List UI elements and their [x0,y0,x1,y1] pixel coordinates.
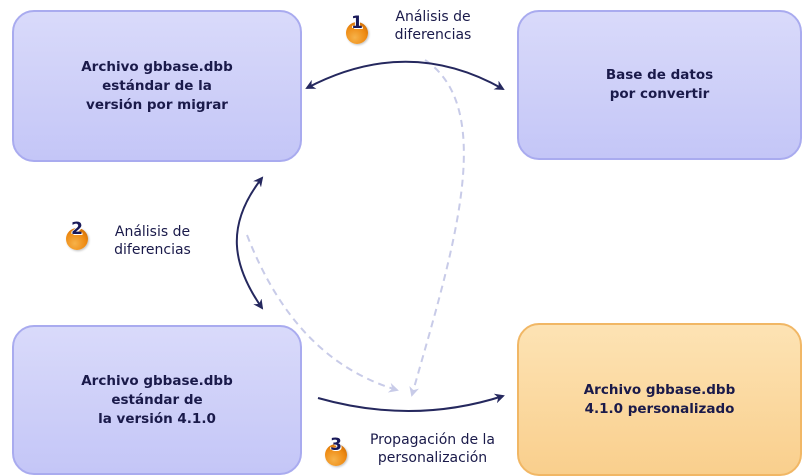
solid-arrow-bottom-boxes [317,393,505,412]
dashed-arrow-left-to-bottom [246,234,399,393]
box-standard-gbbase-410: Archivo gbbase.dbb estándar de la versió… [12,325,302,475]
step-1-number: 1 [351,13,363,33]
box-database-to-convert: Base de datos por convertir [517,10,802,160]
solid-arrow-top-boxes [305,60,505,90]
box-customized-gbbase-410: Archivo gbbase.dbb 4.1.0 personalizado [517,323,802,476]
box-standard-gbbase-migrate-text: Archivo gbbase.dbb estándar de la versió… [81,58,233,113]
step-2-label: Análisis de diferencias [114,224,191,258]
step-1-label: Análisis de diferencias [394,9,472,43]
box-standard-gbbase-410-text: Archivo gbbase.dbb estándar de la versió… [81,372,233,427]
step-3-number: 3 [330,435,342,455]
step-3-label: Propagación de la personalización [369,432,496,466]
box-standard-gbbase-migrate: Archivo gbbase.dbb estándar de la versió… [12,10,302,162]
step-2-number: 2 [71,219,83,239]
box-customized-gbbase-410-text: Archivo gbbase.dbb 4.1.0 personalizado [583,381,736,417]
solid-arrow-left-boxes [235,176,264,310]
step-1-badge-icon: 1 [346,13,368,44]
box-database-to-convert-text: Base de datos por convertir [605,67,714,102]
step-3-badge-icon: 3 [325,435,347,466]
step-2-badge-icon: 2 [66,219,88,250]
dashed-arrow-top-right-to-bottom [409,59,465,397]
